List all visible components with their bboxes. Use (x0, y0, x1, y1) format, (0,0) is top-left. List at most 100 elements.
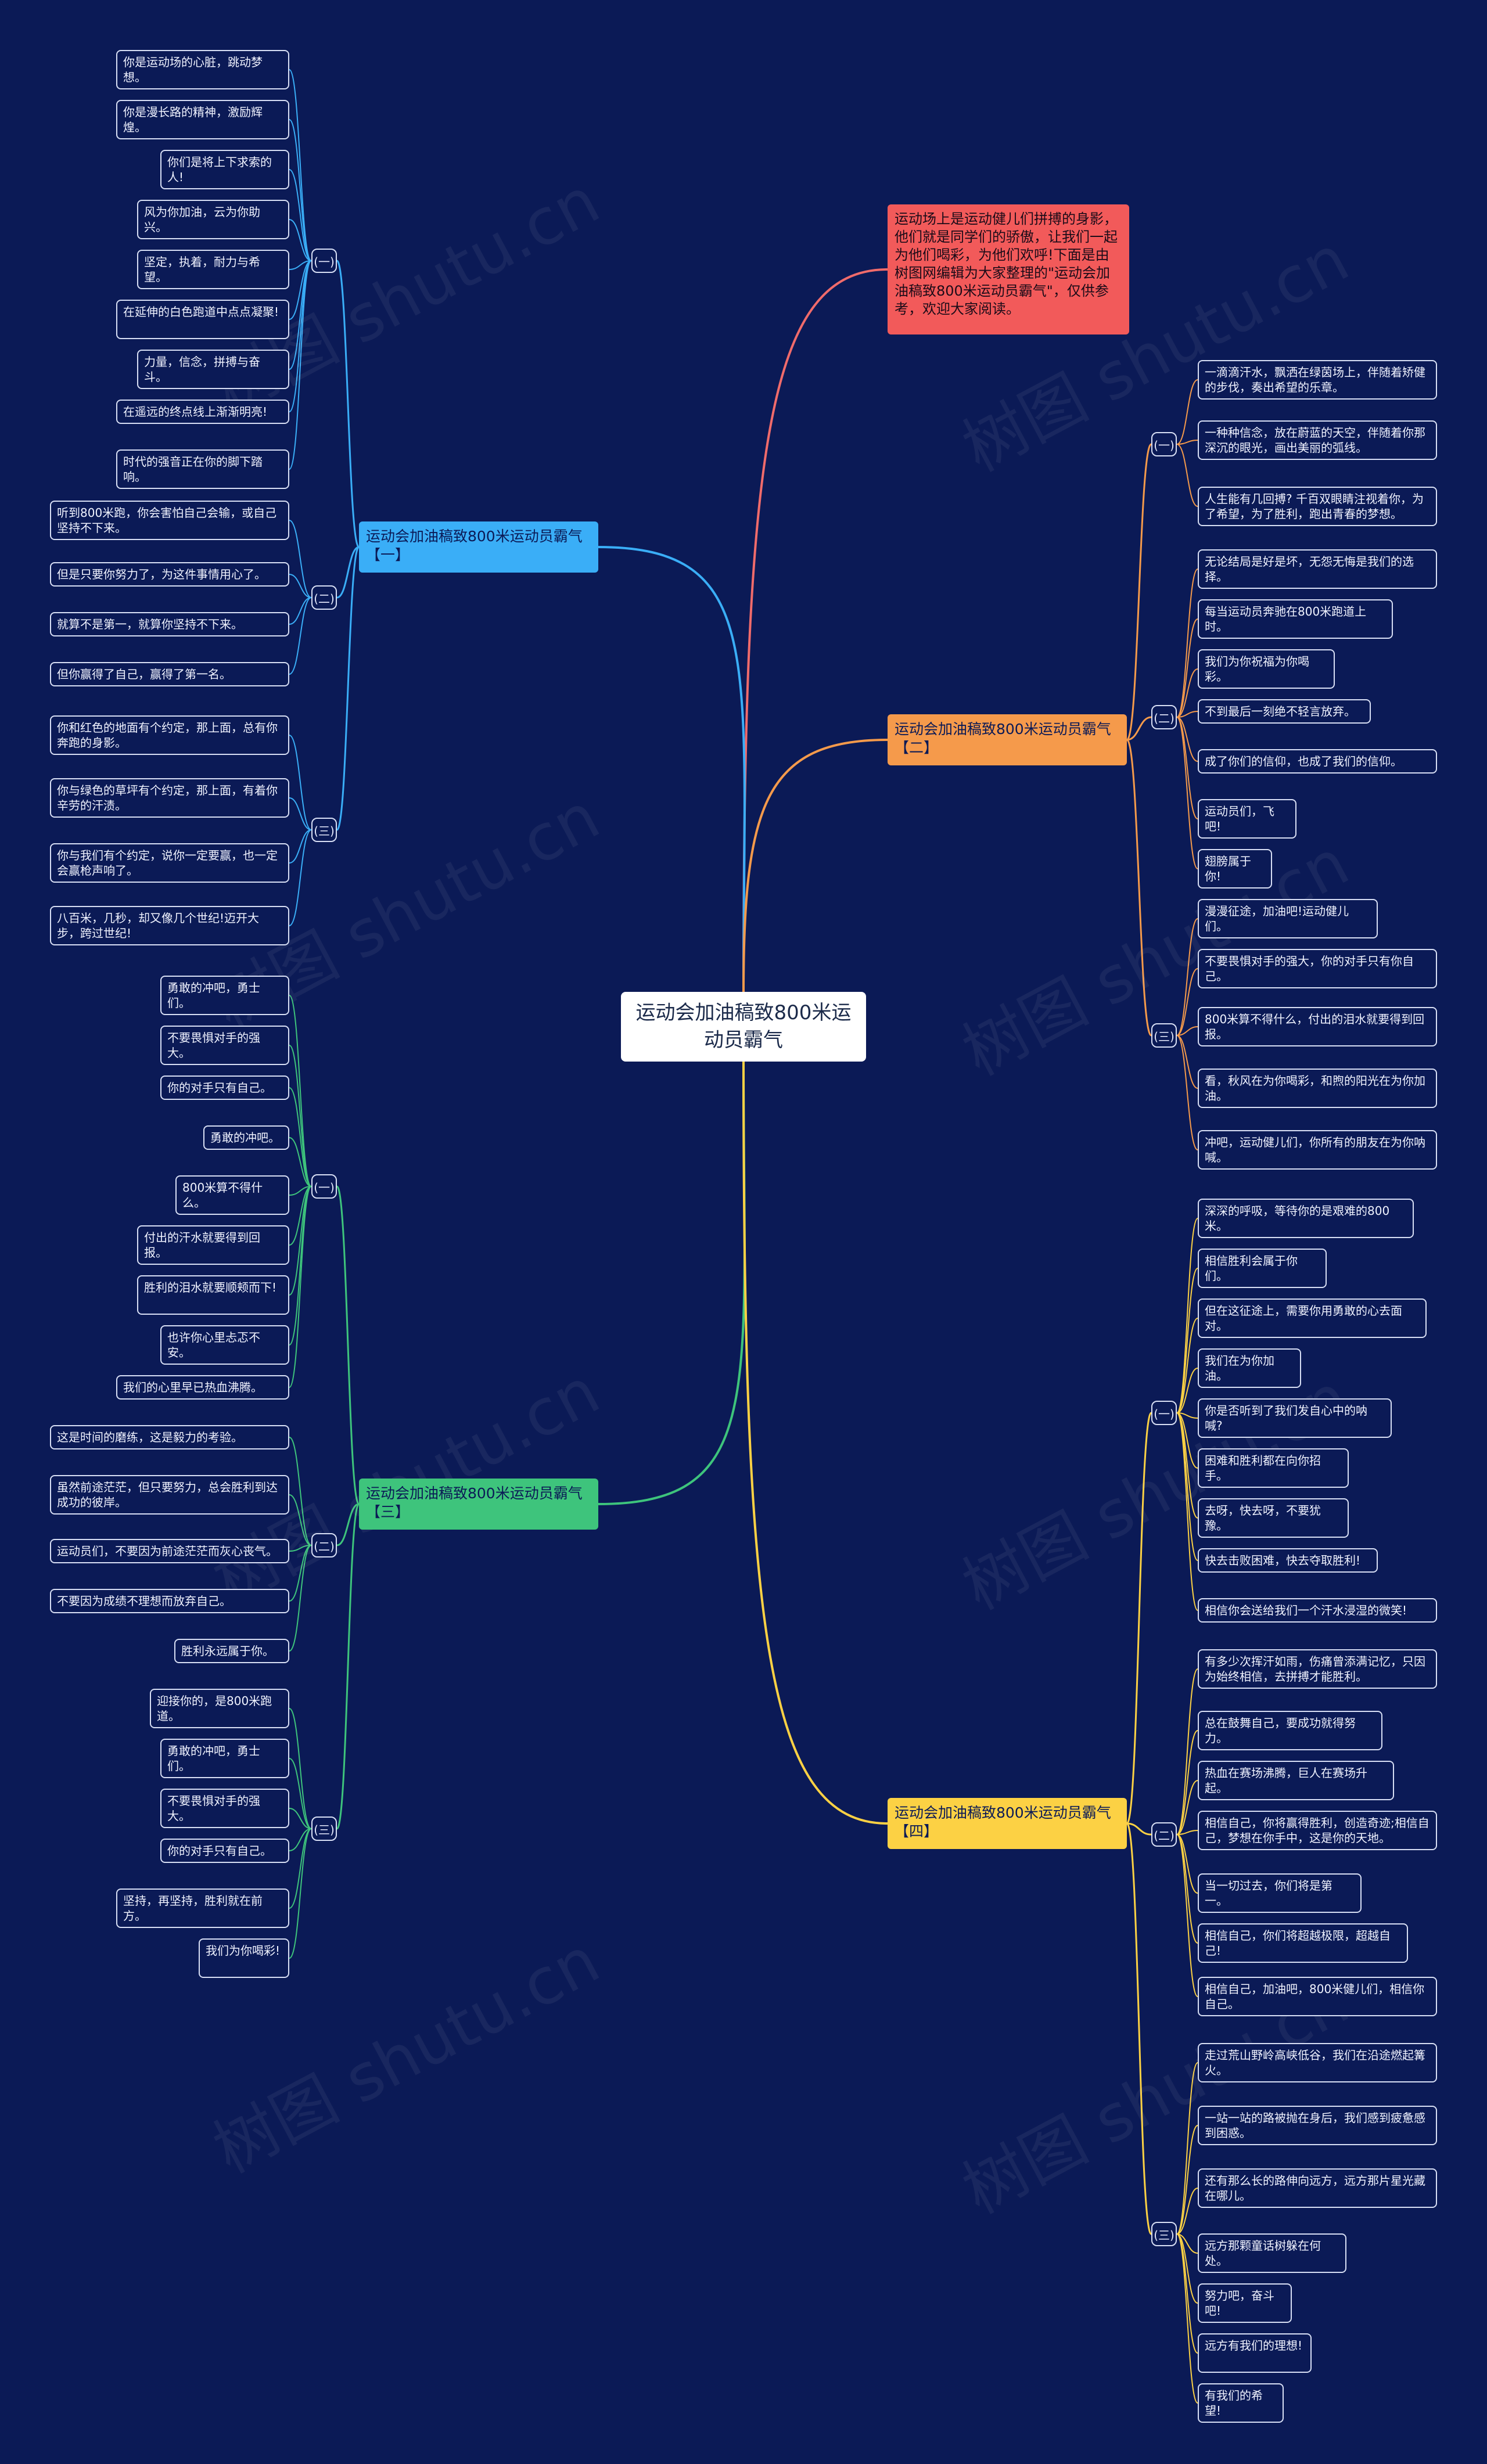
b4-s2-item[interactable]: 有多少次挥汗如雨，伤痛曾添满记忆，只因为始终相信，去拼搏才能胜利。 (1198, 1649, 1437, 1689)
b4-s3-item[interactable]: 走过荒山野岭高峡低谷，我们在沿途燃起篝火。 (1198, 2043, 1437, 2082)
b2-s2-item[interactable]: 我们为你祝福为你喝彩。 (1198, 649, 1335, 689)
b2-s3-item[interactable]: 看，秋风在为你喝彩，和煦的阳光在为你加油。 (1198, 1069, 1437, 1108)
b4-s3-item[interactable]: 一站一站的路被抛在身后，我们感到疲惫感到困惑。 (1198, 2106, 1437, 2145)
b2-s3-item[interactable]: 冲吧，运动健儿们，你所有的朋友在为你呐喊。 (1198, 1130, 1437, 1170)
b2-s2-item[interactable]: 成了你们的信仰，也成了我们的信仰。 (1198, 749, 1437, 774)
b3-s1-item[interactable]: 不要畏惧对手的强大。 (160, 1026, 289, 1065)
b1-s3-item[interactable]: 你与我们有个约定，说你一定要赢，也一定会赢枪声响了。 (50, 843, 289, 883)
b2-s3-node[interactable]: (三) (1151, 1023, 1177, 1048)
b1-s1-item[interactable]: 时代的强音正在你的脚下踏响。 (116, 449, 289, 489)
b3-s2-item[interactable]: 运动员们，不要因为前途茫茫而灰心丧气。 (50, 1539, 289, 1563)
b1-s3-node[interactable]: (三) (311, 818, 337, 842)
b1-s1-item[interactable]: 你是运动场的心脏，跳动梦想。 (116, 50, 289, 89)
b1-s2-item[interactable]: 但你赢得了自己，赢得了第一名。 (50, 662, 289, 686)
b2-s3-item[interactable]: 漫漫征途，加油吧!运动健儿们。 (1198, 899, 1378, 938)
connector-line (289, 1045, 312, 1187)
connector-line (289, 1808, 312, 1829)
b1-s2-item[interactable]: 就算不是第一，就算你坚持不下来。 (50, 612, 289, 636)
b1-s2-item[interactable]: 听到800米跑，你会害怕自己会输，或自己坚持不下来。 (50, 501, 289, 540)
b2-s2-item[interactable]: 翅膀属于你! (1198, 849, 1272, 889)
b4-s3-item[interactable]: 还有那么长的路伸向远方，远方那片星光藏在哪儿。 (1198, 2168, 1437, 2208)
b3-s1-node[interactable]: (一) (311, 1174, 337, 1199)
b1-s2-item[interactable]: 但是只要你努力了，为这件事情用心了。 (50, 562, 289, 587)
b4-s1-item[interactable]: 深深的呼吸，等待你的是艰难的800米。 (1198, 1199, 1414, 1238)
b2-s3-item[interactable]: 不要畏惧对手的强大，你的对手只有你自己。 (1198, 949, 1437, 988)
b2-s1-item[interactable]: 一滴滴汗水，飘洒在绿茵场上，伴随着矫健的步伐，奏出希望的乐章。 (1198, 360, 1437, 400)
b2-topic[interactable]: 运动会加油稿致800米运动员霸气【二】 (888, 714, 1127, 765)
b1-s1-item[interactable]: 你是漫长路的精神，激励辉煌。 (116, 100, 289, 139)
b3-s1-item[interactable]: 胜利的泪水就要顺颊而下! (137, 1275, 289, 1315)
b1-s3-item[interactable]: 八百米，几秒，却又像几个世纪!迈开大步，跨过世纪! (50, 906, 289, 945)
b4-topic[interactable]: 运动会加油稿致800米运动员霸气【四】 (888, 1798, 1127, 1849)
b2-s2-item[interactable]: 每当运动员奔驰在800米跑道上时。 (1198, 599, 1393, 639)
b4-s2-item[interactable]: 当一切过去，你们将是第一。 (1198, 1873, 1362, 1913)
b4-s1-item[interactable]: 相信你会送给我们一个汗水浸湿的微笑! (1198, 1598, 1437, 1623)
connector-line (1176, 1834, 1198, 1944)
b3-s2-item[interactable]: 虽然前途茫茫，但只要努力，总会胜利到达成功的彼岸。 (50, 1475, 289, 1515)
b4-s1-item[interactable]: 去呀，快去呀，不要犹豫。 (1198, 1498, 1349, 1538)
b3-s1-item[interactable]: 你的对手只有自己。 (160, 1075, 289, 1100)
b1-s1-item[interactable]: 力量，信念，拼搏与奋斗。 (137, 350, 289, 389)
b1-s2-node[interactable]: (二) (311, 585, 337, 610)
b4-s3-item[interactable]: 有我们的希望! (1198, 2383, 1284, 2423)
b3-s1-item[interactable]: 勇敢的冲吧，勇士们。 (160, 976, 289, 1015)
connector-line (1176, 1035, 1198, 1150)
b2-s2-item[interactable]: 无论结局是好是坏，无怨无悔是我们的选择。 (1198, 549, 1437, 589)
b4-s2-item[interactable]: 相信自己，你将赢得胜利，创造奇迹;相信自己，梦想在你手中，这是你的天地。 (1198, 1811, 1437, 1850)
b4-s1-item[interactable]: 我们在为你加油。 (1198, 1348, 1301, 1388)
b3-s3-item[interactable]: 你的对手只有自己。 (160, 1839, 289, 1863)
b4-s2-item[interactable]: 相信自己，你们将超越极限，超越自己! (1198, 1923, 1408, 1963)
b1-topic[interactable]: 运动会加油稿致800米运动员霸气【一】 (359, 521, 598, 573)
connector-line (289, 1494, 312, 1546)
intro-note[interactable]: 运动场上是运动健儿们拼搏的身影，他们就是同学们的骄傲，让我们一起为他们喝彩，为他… (888, 204, 1129, 334)
b1-s1-item[interactable]: 风为你加油，云为你助兴。 (137, 200, 289, 239)
b3-s2-node[interactable]: (二) (311, 1533, 337, 1557)
b2-s1-item[interactable]: 一种种信念，放在蔚蓝的天空，伴随着你那深沉的眼光，画出美丽的弧线。 (1198, 420, 1437, 460)
b4-s1-node[interactable]: (一) (1151, 1401, 1177, 1425)
b4-s2-item[interactable]: 总在鼓舞自己，要成功就得努力。 (1198, 1711, 1382, 1750)
b3-s3-item[interactable]: 我们为你喝彩! (199, 1938, 289, 1978)
b3-s3-item[interactable]: 坚持，再坚持，胜利就在前方。 (116, 1889, 289, 1928)
b3-s2-item[interactable]: 胜利永远属于你。 (174, 1639, 289, 1663)
b1-s3-item[interactable]: 你与绿色的草坪有个约定，那上面，有着你辛劳的汗渍。 (50, 778, 289, 818)
b3-topic[interactable]: 运动会加油稿致800米运动员霸气【三】 (359, 1479, 598, 1530)
b1-s1-item[interactable]: 在延伸的白色跑道中点点凝聚! (116, 300, 289, 339)
b2-s3-item[interactable]: 800米算不得什么，付出的泪水就要得到回报。 (1198, 1007, 1437, 1046)
b1-s1-item[interactable]: 你们是将上下求索的人! (160, 150, 289, 189)
b2-s2-item[interactable]: 不到最后一刻绝不轻言放弃。 (1198, 699, 1371, 724)
b1-s1-node[interactable]: (一) (311, 249, 337, 273)
b3-s2-item[interactable]: 不要因为成绩不理想而放弃自己。 (50, 1589, 289, 1613)
b4-s2-item[interactable]: 热血在赛场沸腾，巨人在赛场升起。 (1198, 1761, 1394, 1800)
b4-s3-item[interactable]: 远方那颗童话树躲在何处。 (1198, 2233, 1346, 2273)
b3-s3-item[interactable]: 勇敢的冲吧，勇士们。 (160, 1739, 289, 1778)
b3-s1-item[interactable]: 勇敢的冲吧。 (203, 1125, 289, 1150)
b3-s1-item[interactable]: 800米算不得什么。 (175, 1175, 289, 1215)
b4-s1-item[interactable]: 快去击败困难，快去夺取胜利! (1198, 1548, 1378, 1573)
b4-s1-item[interactable]: 但在这征途上，需要你用勇敢的心去面对。 (1198, 1298, 1427, 1338)
b3-s1-item[interactable]: 我们的心里早已热血沸腾。 (116, 1375, 289, 1400)
b3-s3-item[interactable]: 不要畏惧对手的强大。 (160, 1789, 289, 1828)
b4-s2-item[interactable]: 相信自己，加油吧，800米健儿们，相信你自己。 (1198, 1977, 1437, 2016)
b1-s1-item[interactable]: 在遥远的终点线上渐渐明亮! (116, 400, 289, 424)
b4-s2-node[interactable]: (二) (1151, 1822, 1177, 1847)
b2-s1-item[interactable]: 人生能有几回搏? 千百双眼睛注视着你，为了希望，为了胜利，跑出青春的梦想。 (1198, 487, 1437, 526)
b4-s1-item[interactable]: 相信胜利会属于你们。 (1198, 1249, 1327, 1288)
b1-s3-item[interactable]: 你和红色的地面有个约定，那上面，总有你奔跑的身影。 (50, 715, 289, 755)
connector-line (1176, 618, 1198, 718)
b3-s3-node[interactable]: (三) (311, 1816, 337, 1841)
root-topic[interactable]: 运动会加油稿致800米运动员霸气 (621, 992, 866, 1062)
b2-s2-item[interactable]: 运动员们，飞吧! (1198, 799, 1296, 839)
b4-s3-item[interactable]: 远方有我们的理想! (1198, 2333, 1312, 2373)
b2-s1-node[interactable]: (一) (1151, 432, 1177, 456)
b4-s3-node[interactable]: (三) (1151, 2222, 1177, 2246)
b1-s1-item[interactable]: 坚定，执着，耐力与希望。 (137, 250, 289, 289)
root-connector (742, 739, 888, 992)
b3-s2-item[interactable]: 这是时间的磨练，这是毅力的考验。 (50, 1425, 289, 1449)
b4-s1-item[interactable]: 你是否听到了我们发自心中的呐喊? (1198, 1398, 1392, 1438)
b3-s1-item[interactable]: 也许你心里忐忑不安。 (160, 1325, 289, 1365)
b2-s2-node[interactable]: (二) (1151, 705, 1177, 729)
b4-s3-item[interactable]: 努力吧，奋斗吧! (1198, 2283, 1292, 2323)
b3-s3-item[interactable]: 迎接你的，是800米跑道。 (150, 1689, 289, 1728)
b3-s1-item[interactable]: 付出的汗水就要得到回报。 (137, 1225, 289, 1265)
b4-s1-item[interactable]: 困难和胜利都在向你招手。 (1198, 1448, 1349, 1488)
